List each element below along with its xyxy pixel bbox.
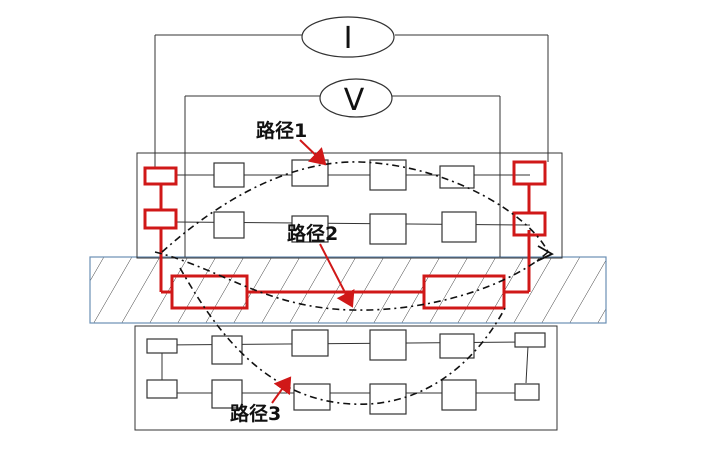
voltage-meter-wiring <box>184 95 501 257</box>
voltage-meter <box>319 78 393 118</box>
bottom-layer-cells <box>146 329 546 415</box>
current-meter-symbol: I <box>344 21 353 56</box>
path-3-arrow <box>271 376 292 404</box>
voltage-meter-symbol: V <box>344 83 365 118</box>
path-3-label: 路径3 <box>230 402 281 425</box>
top-layer <box>136 152 563 259</box>
red-highlight-boxes <box>143 160 547 310</box>
path-1-curve <box>161 161 549 253</box>
current-meter-wiring <box>154 34 549 168</box>
current-meter <box>301 16 395 58</box>
bottom-layer <box>134 325 558 431</box>
path-end-arrowhead <box>536 245 554 262</box>
top-layer-cells <box>213 159 477 245</box>
path-2-curve <box>154 251 549 311</box>
path-1-arrow <box>299 139 327 166</box>
path-1-label: 路径1 <box>256 119 307 142</box>
path-2-label: 路径2 <box>287 222 338 245</box>
path-2-arrow <box>319 243 355 308</box>
red-current-path <box>159 184 531 294</box>
